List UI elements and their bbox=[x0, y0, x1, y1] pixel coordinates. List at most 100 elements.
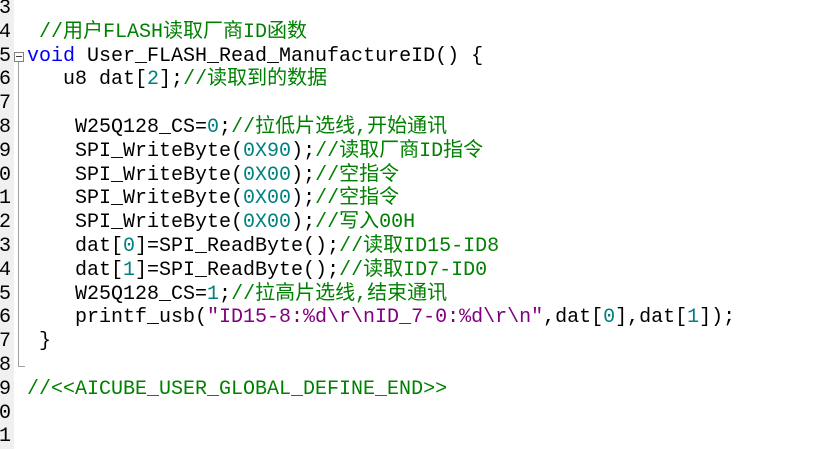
line-number: 13 bbox=[0, 0, 11, 20]
comment-token: //写入00H bbox=[315, 211, 416, 235]
code-token: ]; bbox=[159, 68, 184, 92]
code-text: //<<AICUBE_USER_GLOBAL_DEFINE_END>> bbox=[27, 378, 447, 402]
line-number: 27 bbox=[0, 330, 11, 354]
number-token: 0X90 bbox=[243, 139, 292, 163]
line-number: 22 bbox=[0, 211, 11, 235]
code-line[interactable]: 29 //<<AICUBE_USER_GLOBAL_DEFINE_END>> bbox=[0, 377, 828, 402]
line-number-gutter: 20 bbox=[0, 163, 14, 188]
line-number: 28 bbox=[0, 353, 11, 377]
number-token: 0X00 bbox=[243, 187, 292, 211]
fold-margin bbox=[14, 44, 24, 69]
code-text: u8 dat[2];//读取到的数据 bbox=[27, 68, 327, 92]
line-number-gutter: 17 bbox=[0, 92, 14, 116]
line-number-gutter: 31 bbox=[0, 425, 14, 449]
line-number-gutter: 13 bbox=[0, 0, 14, 21]
comment-token: //拉高片选线,结束通讯 bbox=[231, 282, 448, 306]
code-line[interactable]: 30 bbox=[0, 401, 828, 426]
comment-token: //空指令 bbox=[315, 187, 400, 211]
number-token: 0X00 bbox=[243, 163, 292, 187]
number-token: 0 bbox=[603, 306, 616, 330]
line-number-gutter: 27 bbox=[0, 330, 14, 354]
fold-line bbox=[18, 115, 19, 140]
code-token: ],dat[ bbox=[615, 306, 688, 330]
code-line[interactable]: 15void User_FLASH_Read_ManufactureID() { bbox=[0, 44, 828, 69]
code-line[interactable]: 18 W25Q128_CS=0;//拉低片选线,开始通讯 bbox=[0, 115, 828, 140]
code-text: SPI_WriteByte(0X90);//读取厂商ID指令 bbox=[27, 140, 483, 164]
fold-line bbox=[18, 187, 19, 212]
code-token: W25Q128_CS= bbox=[27, 282, 208, 306]
code-line[interactable]: 22 SPI_WriteByte(0X00);//写入00H bbox=[0, 211, 828, 235]
fold-margin bbox=[14, 401, 24, 426]
line-number: 30 bbox=[0, 401, 11, 425]
string-token: "ID15-8:%d\r\nID_7-0:%d\r\n" bbox=[207, 306, 544, 330]
keyword-token: void bbox=[27, 44, 76, 68]
line-number: 26 bbox=[0, 306, 11, 330]
comment-token: //读取到的数据 bbox=[183, 68, 328, 92]
line-number-gutter: 19 bbox=[0, 139, 14, 164]
comment-token: //拉低片选线,开始通讯 bbox=[231, 115, 448, 139]
code-line[interactable]: 27 } bbox=[0, 330, 828, 354]
fold-margin bbox=[14, 377, 24, 402]
code-token: ]); bbox=[699, 306, 736, 330]
line-number: 24 bbox=[0, 258, 11, 282]
fold-line bbox=[18, 211, 19, 235]
code-text: W25Q128_CS=0;//拉低片选线,开始通讯 bbox=[27, 116, 447, 140]
code-text: printf_usb("ID15-8:%d\r\nID_7-0:%d\r\n",… bbox=[27, 306, 735, 330]
fold-margin bbox=[14, 306, 24, 331]
line-number-gutter: 29 bbox=[0, 377, 14, 402]
line-number: 17 bbox=[0, 92, 11, 116]
code-token: ); bbox=[291, 211, 316, 235]
fold-margin bbox=[14, 211, 24, 235]
code-line[interactable]: 28 bbox=[0, 353, 828, 378]
code-line[interactable]: 19 SPI_WriteByte(0X90);//读取厂商ID指令 bbox=[0, 139, 828, 164]
code-line[interactable]: 26 printf_usb("ID15-8:%d\r\nID_7-0:%d\r\… bbox=[0, 306, 828, 331]
code-line[interactable]: 16 u8 dat[2];//读取到的数据 bbox=[0, 68, 828, 93]
fold-margin bbox=[14, 282, 24, 307]
fold-margin bbox=[14, 68, 24, 93]
fold-margin bbox=[14, 187, 24, 212]
fold-margin bbox=[14, 92, 24, 116]
code-line[interactable]: 17 bbox=[0, 92, 828, 116]
fold-end-marker bbox=[18, 353, 25, 367]
fold-collapse-icon[interactable] bbox=[14, 51, 24, 62]
code-line[interactable]: 14 //用户FLASH读取厂商ID函数 bbox=[0, 20, 828, 45]
fold-margin bbox=[14, 0, 24, 21]
line-number: 18 bbox=[0, 115, 11, 139]
code-text: SPI_WriteByte(0X00);//写入00H bbox=[27, 211, 415, 235]
code-token: ; bbox=[219, 282, 232, 306]
line-number-gutter: 24 bbox=[0, 258, 14, 283]
line-number-gutter: 18 bbox=[0, 115, 14, 140]
code-text: dat[0]=SPI_ReadByte();//读取ID15-ID8 bbox=[27, 235, 499, 259]
line-number-gutter: 16 bbox=[0, 68, 14, 93]
code-line[interactable]: 25 W25Q128_CS=1;//拉高片选线,结束通讯 bbox=[0, 282, 828, 307]
line-number-gutter: 30 bbox=[0, 401, 14, 426]
line-number: 21 bbox=[0, 187, 11, 211]
code-token: ]=SPI_ReadByte(); bbox=[135, 258, 340, 282]
fold-margin bbox=[14, 330, 24, 354]
fold-line bbox=[18, 258, 19, 283]
code-line[interactable]: 24 dat[1]=SPI_ReadByte();//读取ID7-ID0 bbox=[0, 258, 828, 283]
fold-line bbox=[18, 282, 19, 307]
fold-margin bbox=[14, 353, 25, 378]
fold-line bbox=[18, 234, 19, 259]
line-number-gutter: 22 bbox=[0, 211, 14, 235]
line-number: 19 bbox=[0, 139, 11, 163]
code-text: SPI_WriteByte(0X00);//空指令 bbox=[27, 164, 399, 188]
fold-margin bbox=[14, 425, 24, 449]
comment-token: //读取ID15-ID8 bbox=[339, 234, 500, 258]
code-line[interactable]: 21 SPI_WriteByte(0X00);//空指令 bbox=[0, 187, 828, 212]
fold-margin bbox=[14, 139, 24, 164]
code-text: dat[1]=SPI_ReadByte();//读取ID7-ID0 bbox=[27, 259, 487, 283]
code-line[interactable]: 20 SPI_WriteByte(0X00);//空指令 bbox=[0, 163, 828, 188]
fold-margin bbox=[14, 115, 24, 140]
fold-line bbox=[18, 68, 19, 93]
code-token: ); bbox=[291, 163, 316, 187]
number-token: 2 bbox=[147, 68, 160, 92]
comment-token: //读取ID7-ID0 bbox=[339, 258, 488, 282]
code-line[interactable]: 31 bbox=[0, 425, 828, 449]
code-line[interactable]: 13 bbox=[0, 0, 828, 21]
line-number: 29 bbox=[0, 377, 11, 401]
code-token: SPI_WriteByte( bbox=[27, 211, 244, 235]
code-line[interactable]: 23 dat[0]=SPI_ReadByte();//读取ID15-ID8 bbox=[0, 234, 828, 259]
